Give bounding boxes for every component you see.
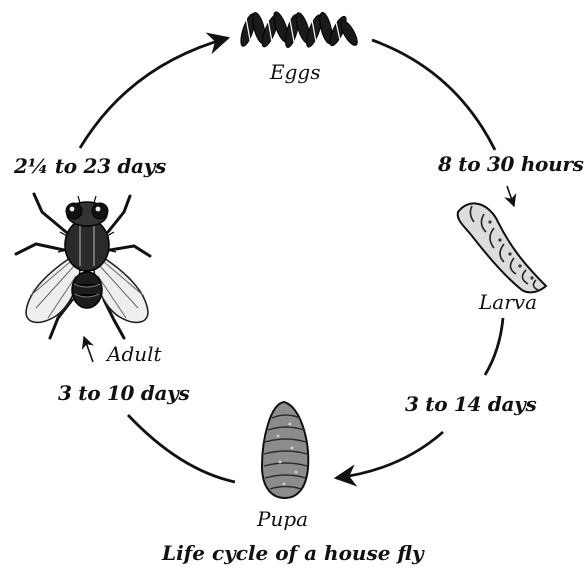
- diagram-caption: Life cycle of a house fly: [162, 543, 424, 563]
- arrow-adult-to-eggs: [80, 38, 228, 148]
- duration-pupa-to-adult: 3 to 10 days: [58, 383, 189, 403]
- arrow-pupa-tail: [336, 432, 443, 478]
- larva-label: Larva: [479, 292, 537, 312]
- pupa-illustration: [262, 402, 308, 498]
- adult-fly-illustration: [16, 194, 150, 338]
- pupa-label: Pupa: [257, 509, 308, 529]
- duration-adult-to-eggs: 2¼ to 23 days: [14, 156, 166, 176]
- eggs-label: Eggs: [270, 62, 320, 82]
- arrow-eggs-to-larva: [372, 40, 495, 150]
- arrow-larva-to-pupa: [485, 318, 503, 375]
- duration-eggs-to-larva: 8 to 30 hours: [438, 154, 584, 174]
- duration-larva-to-pupa: 3 to 14 days: [405, 394, 536, 414]
- arrow-pupa-to-adult: [128, 415, 235, 482]
- adult-label: Adult: [107, 344, 162, 364]
- arrow-head-larva-tick: [507, 186, 514, 206]
- eggs-illustration: [238, 10, 360, 48]
- larva-illustration: [458, 203, 546, 292]
- arrow-adult-tick: [84, 337, 93, 362]
